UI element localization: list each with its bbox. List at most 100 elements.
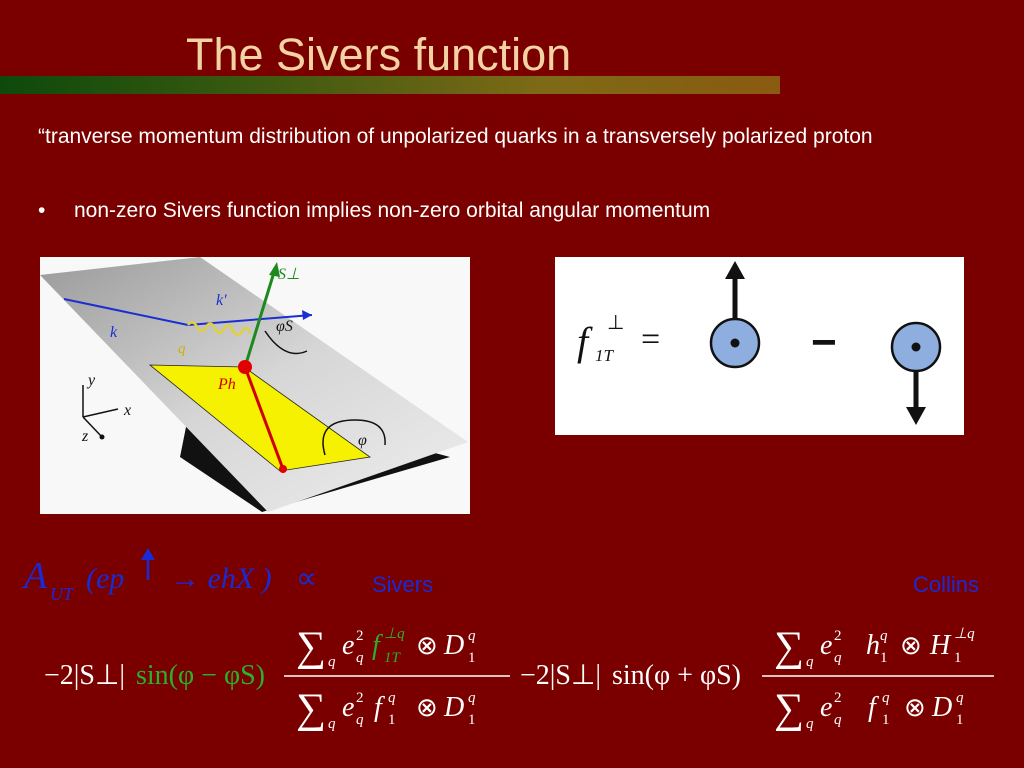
slide-title: The Sivers function: [186, 29, 572, 80]
collins-den-sum: ∑: [774, 686, 804, 732]
arrowhead-k-prime: [302, 310, 312, 320]
hadron-plane: [148, 364, 372, 472]
axis-z: [82, 416, 103, 438]
collins-den-f-sub: 1: [882, 712, 890, 728]
sivers-sin: sin(φ − φS): [136, 660, 265, 691]
asym-prop: ∝: [296, 562, 317, 595]
sivers-num-D: D: [443, 630, 464, 661]
collins-num-otimes: ⊗: [900, 631, 922, 660]
sivers-den-otimes: ⊗: [416, 693, 438, 722]
sivers-num-D-sub: 1: [468, 650, 476, 666]
arc-phi: [322, 419, 386, 456]
sivers-den-f-sub: 1: [388, 712, 396, 728]
sivers-num-e-sub: q: [356, 650, 364, 666]
collins-den-e-sup: 2: [834, 690, 842, 706]
axis-origin-dot: [99, 434, 105, 440]
collins-prefix: −2|S⊥|: [520, 660, 601, 691]
sivers-num-f-sub: 1T: [384, 650, 402, 666]
bullet-dot: •: [38, 199, 46, 222]
sivers-num-otimes: ⊗: [416, 631, 438, 660]
label-s-perp: S⊥: [278, 266, 300, 283]
spin-down-center: [911, 342, 921, 352]
sivers-prefix: −2|S⊥|: [44, 660, 125, 691]
sivers-num-sum: ∑: [296, 624, 326, 670]
asym-args: (ep: [86, 562, 124, 595]
sivers-num-e: e: [342, 630, 354, 661]
sivers-den-D: D: [443, 692, 464, 723]
collins-den-e: e: [820, 692, 832, 723]
label-k-prime: k′: [216, 292, 227, 309]
spin-up-arrow-head: [141, 548, 155, 560]
label-q: q: [178, 341, 186, 357]
collins-num-sum: ∑: [774, 624, 804, 670]
spin-up-arrowhead: [725, 261, 745, 279]
vector-k: [63, 298, 189, 326]
spin-diagram: f 1T ⊥ = −: [555, 257, 964, 435]
collins-den-D: D: [931, 692, 952, 723]
label-k: k: [110, 324, 118, 341]
collins-num-sum-sub: q: [806, 654, 814, 670]
vector-s-perp: [243, 268, 277, 368]
label-phi: φ: [358, 432, 367, 449]
label-phi-s: φS: [276, 318, 293, 335]
label-z: z: [81, 428, 89, 445]
collins-num-h: h: [866, 630, 880, 661]
sivers-num-D-sup: q: [468, 628, 476, 644]
sivers-den-f-sup: q: [388, 690, 396, 706]
label-y: y: [86, 372, 96, 389]
arc-phi-s: [264, 330, 308, 355]
collins-num-H-sub: 1: [954, 650, 962, 666]
asym-sub: UT: [50, 584, 75, 604]
collins-den-sum-sub: q: [806, 716, 814, 732]
sivers-den-e-sup: 2: [356, 690, 364, 706]
asym-arrow: → ehX ): [170, 562, 272, 595]
sivers-den-D-sub: 1: [468, 712, 476, 728]
sivers-num-sum-sub: q: [328, 654, 336, 670]
kinematics-svg: S⊥ k′ k q φS Ph φ y x z: [40, 257, 468, 512]
title-underline-bar: [0, 76, 780, 94]
collins-den-D-sub: 1: [956, 712, 964, 728]
hadron-end-dot: [279, 465, 287, 473]
kinematics-figure: S⊥ k′ k q φS Ph φ y x z: [40, 257, 470, 514]
bullet-text: non-zero Sivers function implies non-zer…: [74, 199, 711, 222]
collins-num-e-sub: q: [834, 650, 842, 666]
collins-den-f-sup: q: [882, 690, 890, 706]
collins-num-h-sub: 1: [880, 650, 888, 666]
sivers-den-D-sup: q: [468, 690, 476, 706]
f-sup: ⊥: [607, 312, 624, 334]
sivers-den-e-sub: q: [356, 712, 364, 728]
f-symbol: f: [577, 319, 593, 364]
collins-num-e: e: [820, 630, 832, 661]
sivers-den-f: f: [374, 692, 385, 723]
asym-A: A: [21, 555, 48, 597]
minus-sign: −: [811, 318, 837, 367]
sivers-num-f: f: [372, 630, 383, 661]
collins-equation: −2|S⊥| sin(φ + φS) ∑ q e 2 q h q 1 ⊗ H ⊥…: [520, 624, 994, 732]
sivers-equation: −2|S⊥| sin(φ − φS) ∑ q e 2 q f ⊥q 1T ⊗ D…: [44, 624, 510, 732]
collins-sin: sin(φ + φS): [612, 660, 741, 691]
sivers-den-sum-sub: q: [328, 716, 336, 732]
collins-num-H: H: [929, 630, 952, 661]
collins-den-f: f: [868, 692, 879, 723]
equals-sign: =: [641, 321, 660, 358]
sivers-label: Sivers: [372, 572, 434, 597]
collins-num-h-sup: q: [880, 628, 888, 644]
vertex-dot: [238, 360, 252, 374]
spin-up-center: [730, 338, 740, 348]
collins-num-H-sup: ⊥q: [954, 626, 975, 642]
asymmetry-expression: A UT (ep → ehX ) ∝: [21, 548, 317, 604]
collins-den-otimes: ⊗: [904, 693, 926, 722]
f-sub: 1T: [595, 346, 615, 365]
sivers-den-e: e: [342, 692, 354, 723]
photon-q: [187, 321, 252, 337]
axis-x: [82, 408, 119, 418]
vector-p-h: [243, 366, 285, 470]
arrowhead-s-perp: [269, 262, 280, 277]
label-x: x: [123, 402, 131, 419]
spin-svg: f 1T ⊥ = −: [577, 261, 942, 425]
sivers-den-sum: ∑: [296, 686, 326, 732]
label-p-h: Ph: [217, 376, 236, 393]
collins-num-e-sup: 2: [834, 628, 842, 644]
sivers-num-f-sup: ⊥q: [384, 626, 405, 642]
sivers-num-e-sup: 2: [356, 628, 364, 644]
